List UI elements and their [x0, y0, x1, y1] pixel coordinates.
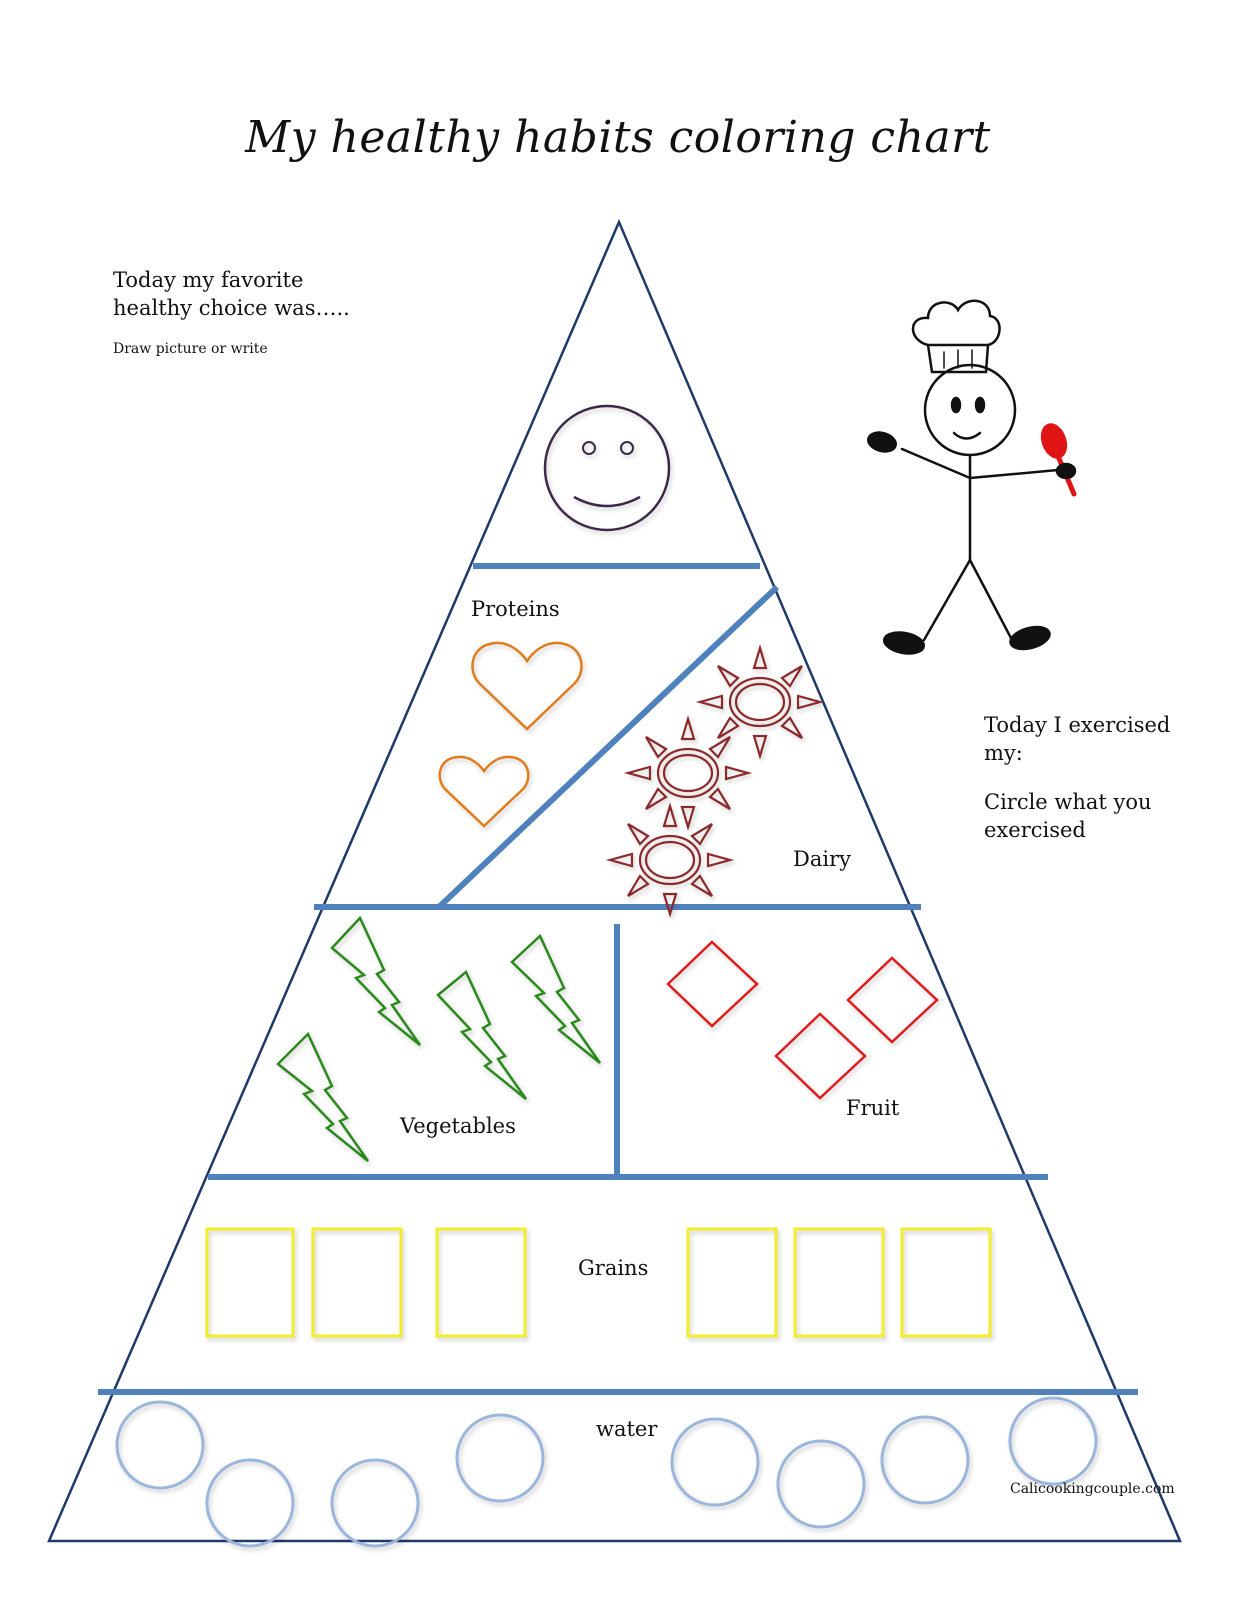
- pyramid-outline: [47, 218, 1182, 1543]
- exercise-prompt: Today I exercised my:: [984, 713, 1171, 765]
- vegetables-label: Vegetables: [400, 1114, 516, 1138]
- heart-icon: [438, 755, 530, 828]
- grains-label: Grains: [578, 1256, 649, 1280]
- section-dividers: [98, 563, 1138, 1395]
- lightning-bolt-icon: [510, 933, 602, 1064]
- square-icon: [435, 1227, 527, 1338]
- diamond-icon: [666, 940, 759, 1028]
- favorite-choice-hint: Draw picture or write: [113, 341, 268, 357]
- circle-icon: [1008, 1396, 1098, 1486]
- fruit-diamonds: [666, 940, 939, 1100]
- heart-icon: [471, 641, 583, 731]
- grains-squares: [205, 1227, 992, 1338]
- proteins-label: Proteins: [471, 597, 560, 621]
- vegetables-bolts: [276, 915, 602, 1162]
- dairy-suns: [605, 644, 825, 918]
- sun-icon: [623, 715, 753, 831]
- circle-icon: [455, 1413, 545, 1503]
- diamond-icon: [774, 1012, 867, 1100]
- square-icon: [900, 1227, 992, 1338]
- chef-stick-figure-icon: [867, 299, 1077, 655]
- square-icon: [793, 1227, 885, 1338]
- diamond-icon: [846, 956, 939, 1044]
- circle-icon: [330, 1458, 420, 1548]
- divider-proteins-dairy: [436, 584, 780, 910]
- square-icon: [311, 1227, 403, 1338]
- water-label: water: [596, 1417, 658, 1441]
- dairy-label: Dairy: [793, 847, 851, 871]
- circle-icon: [776, 1439, 866, 1529]
- square-icon: [686, 1227, 778, 1338]
- circle-icon: [670, 1417, 760, 1507]
- page-title: My healthy habits coloring chart: [245, 112, 991, 163]
- proteins-hearts: [438, 641, 583, 828]
- lightning-bolt-icon: [436, 970, 528, 1100]
- favorite-choice-prompt: Today my favorite healthy choice was…..: [113, 268, 350, 320]
- site-credit: Calicookingcouple.com: [1010, 1481, 1175, 1497]
- sun-icon: [605, 802, 735, 918]
- smiley-face-icon: [543, 404, 671, 532]
- lightning-bolt-icon: [276, 1031, 370, 1162]
- circle-icon: [205, 1458, 295, 1548]
- square-icon: [205, 1227, 295, 1338]
- circle-icon: [115, 1400, 205, 1490]
- water-circles: [115, 1396, 1098, 1548]
- circle-icon: [880, 1415, 970, 1505]
- lightning-bolt-icon: [330, 915, 422, 1046]
- exercise-instruction: Circle what you exercised: [984, 790, 1152, 842]
- sun-icon: [695, 644, 825, 760]
- fruit-label: Fruit: [846, 1096, 900, 1120]
